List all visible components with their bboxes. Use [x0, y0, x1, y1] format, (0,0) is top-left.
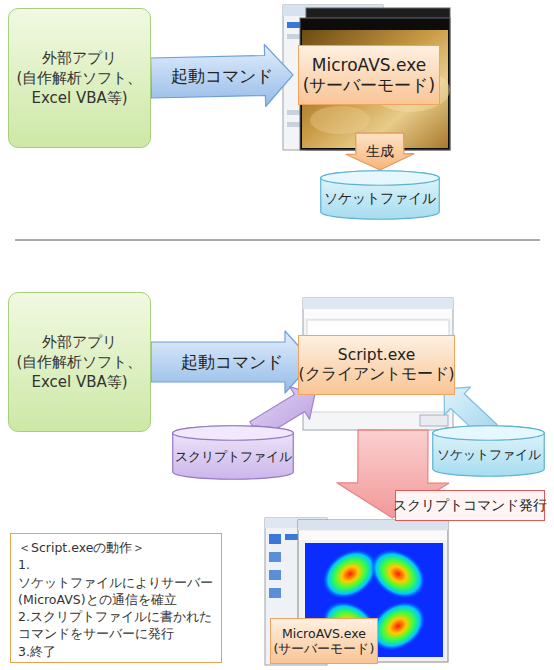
socket-file: ソケットファイル — [432, 425, 545, 477]
note-heading: ＜Script.exeの動作＞ — [18, 539, 214, 556]
note-item: 1.ソケットファイルによりサーバー (MicroAVS)との通信を確立 — [18, 556, 214, 608]
text-wrap: 外部アプリ (自作解析ソフト、 Excel VBA等) — [12, 332, 147, 393]
node-label: ソケットファイル — [437, 438, 541, 464]
splash-swirl — [310, 106, 370, 134]
client-window: Script.exe (クライアントモード) — [303, 298, 453, 430]
menu-bar — [304, 309, 452, 318]
cylinder-top — [433, 426, 545, 441]
note-item: 3.終了 — [18, 643, 214, 660]
label-box: MicroAVS.exe (サーバーモード) — [298, 45, 440, 105]
label-box: MicroAVS.exe (サーバーモード) — [270, 618, 378, 664]
panel-icon — [269, 552, 281, 562]
note-item: 2.スクリプトファイルに書かれた コマンドをサーバーに発行 — [18, 608, 214, 643]
node-label: MicroAVS.exe (サーバーモード) — [271, 626, 377, 656]
server-window: MicroAVS.exe (サーバーモード) — [265, 518, 450, 666]
server-screenshot — [283, 5, 450, 150]
node-label: 外部アプリ (自作解析ソフト、 Excel VBA等) — [12, 332, 147, 393]
socket-file: ソケットファイル — [320, 170, 440, 220]
node-label: MicroAVS.exe (サーバーモード) — [299, 55, 439, 96]
cylinder-body — [173, 426, 294, 480]
node-label: スクリプトファイル — [175, 440, 292, 466]
node-label: ソケットファイル — [324, 182, 436, 208]
edge-label-text: 生成 — [366, 143, 394, 159]
command-arrow — [151, 45, 293, 107]
cylinder-top — [321, 171, 440, 186]
node-label: Script.exe (クライアントモード) — [298, 346, 454, 383]
label-box: Script.exe (クライアントモード) — [298, 335, 455, 395]
edge-label: 起動コマンド — [181, 351, 283, 374]
separator-line — [15, 240, 540, 241]
node-label: 外部アプリ (自作解析ソフト、 Excel VBA等) — [12, 48, 147, 109]
note-box: ＜Script.exeの動作＞1.ソケットファイルによりサーバー (MicroA… — [10, 533, 222, 663]
title-bar — [298, 520, 448, 530]
text-wrap: 外部アプリ (自作解析ソフト、 Excel VBA等) — [12, 48, 147, 109]
edge-label: 生成 — [366, 143, 394, 161]
edge-label: 起動コマンド — [171, 65, 273, 88]
panel-icon — [269, 588, 281, 598]
button — [420, 415, 448, 426]
cylinder-top — [173, 426, 294, 441]
panel-icon — [269, 534, 281, 544]
app-box: 外部アプリ (自作解析ソフト、 Excel VBA等) — [8, 292, 151, 432]
generate-arrow — [346, 133, 414, 170]
edge-label-box: スクリプトコマンド発行 — [395, 490, 545, 521]
edge-label-text: 起動コマンド — [181, 352, 283, 372]
tool-bar — [299, 531, 447, 540]
edge-label-text: スクリプトコマンド発行 — [393, 497, 547, 515]
app-box: 外部アプリ (自作解析ソフト、 Excel VBA等) — [8, 8, 151, 148]
panel-icon — [269, 570, 281, 580]
cylinder-body — [433, 426, 545, 477]
cylinder-body — [321, 171, 440, 219]
command-arrow — [151, 331, 313, 393]
heat-lobe — [361, 539, 435, 609]
result-screenshot — [265, 518, 448, 665]
server-window: MicroAVS.exe (サーバーモード) — [283, 5, 450, 151]
title-bar — [303, 298, 453, 309]
window-frame — [300, 18, 450, 150]
script-file: スクリプトファイル — [172, 425, 294, 480]
edge-label-text: 起動コマンド — [171, 66, 273, 86]
